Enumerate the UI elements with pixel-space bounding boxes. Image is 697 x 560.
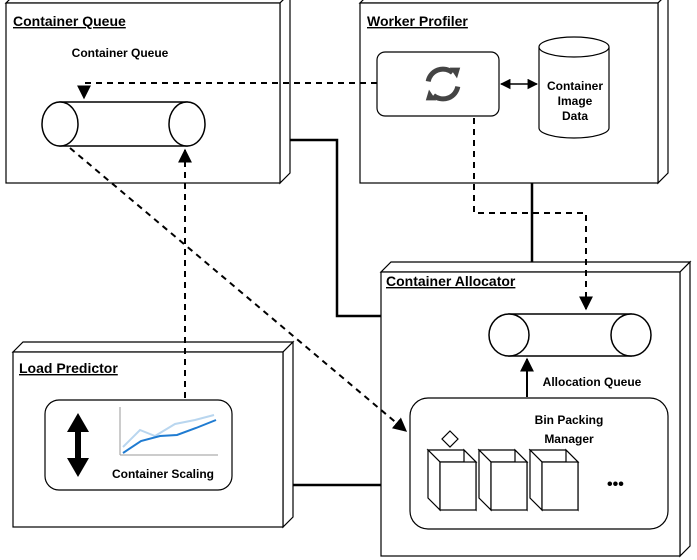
diamond-icon — [441, 430, 459, 448]
bin-packing-label-line1: Bin Packing — [535, 413, 604, 427]
profiler-to-allocation-queue-arrow — [473, 118, 593, 311]
bin-box-icon — [426, 448, 478, 512]
db-label-line1: Container — [547, 79, 603, 93]
vertical-double-arrow-icon — [67, 413, 89, 477]
container-scaling-label: Container Scaling — [112, 467, 214, 481]
worker-profiler-title: Worker Profiler — [367, 13, 468, 29]
container-queue-label: Container Queue — [72, 46, 169, 60]
db-label-line3: Data — [562, 109, 588, 123]
container-image-data-cylinder: Container Image Data — [538, 36, 610, 139]
container-queue-box: Container Queue Container Queue — [4, 0, 291, 185]
bin-box-icon — [477, 448, 529, 512]
allocation-queue-label: Allocation Queue — [543, 375, 642, 389]
container-queue-title: Container Queue — [13, 13, 126, 29]
profiler-process-node — [376, 51, 500, 117]
dashed-flows — [69, 82, 593, 432]
solid-connectors — [280, 138, 534, 487]
bin-box-icon — [528, 448, 580, 512]
allocation-queue-cylinder — [488, 313, 652, 357]
refresh-icon — [425, 66, 461, 102]
container-queue-to-bin-manager-arrow — [69, 147, 408, 432]
container-allocator-box: Container Allocator Allocation Queue Bin… — [379, 260, 692, 558]
load-predictor-box: Load Predictor Container Scaling — [11, 340, 295, 529]
container-queue-cylinder — [41, 101, 206, 147]
db-label-line2: Image — [558, 94, 593, 108]
container-allocator-title: Container Allocator — [386, 273, 516, 289]
connector-queue-to-allocator — [280, 138, 381, 318]
profiler-to-container-queue-arrow — [77, 82, 377, 100]
more-bins-ellipsis: ••• — [607, 476, 624, 493]
load-predictor-title: Load Predictor — [19, 360, 118, 376]
worker-profiler-box: Worker Profiler Container Image Data — [358, 0, 669, 185]
bin-packing-label-line2: Manager — [544, 432, 594, 446]
line-chart-icon — [119, 407, 218, 456]
